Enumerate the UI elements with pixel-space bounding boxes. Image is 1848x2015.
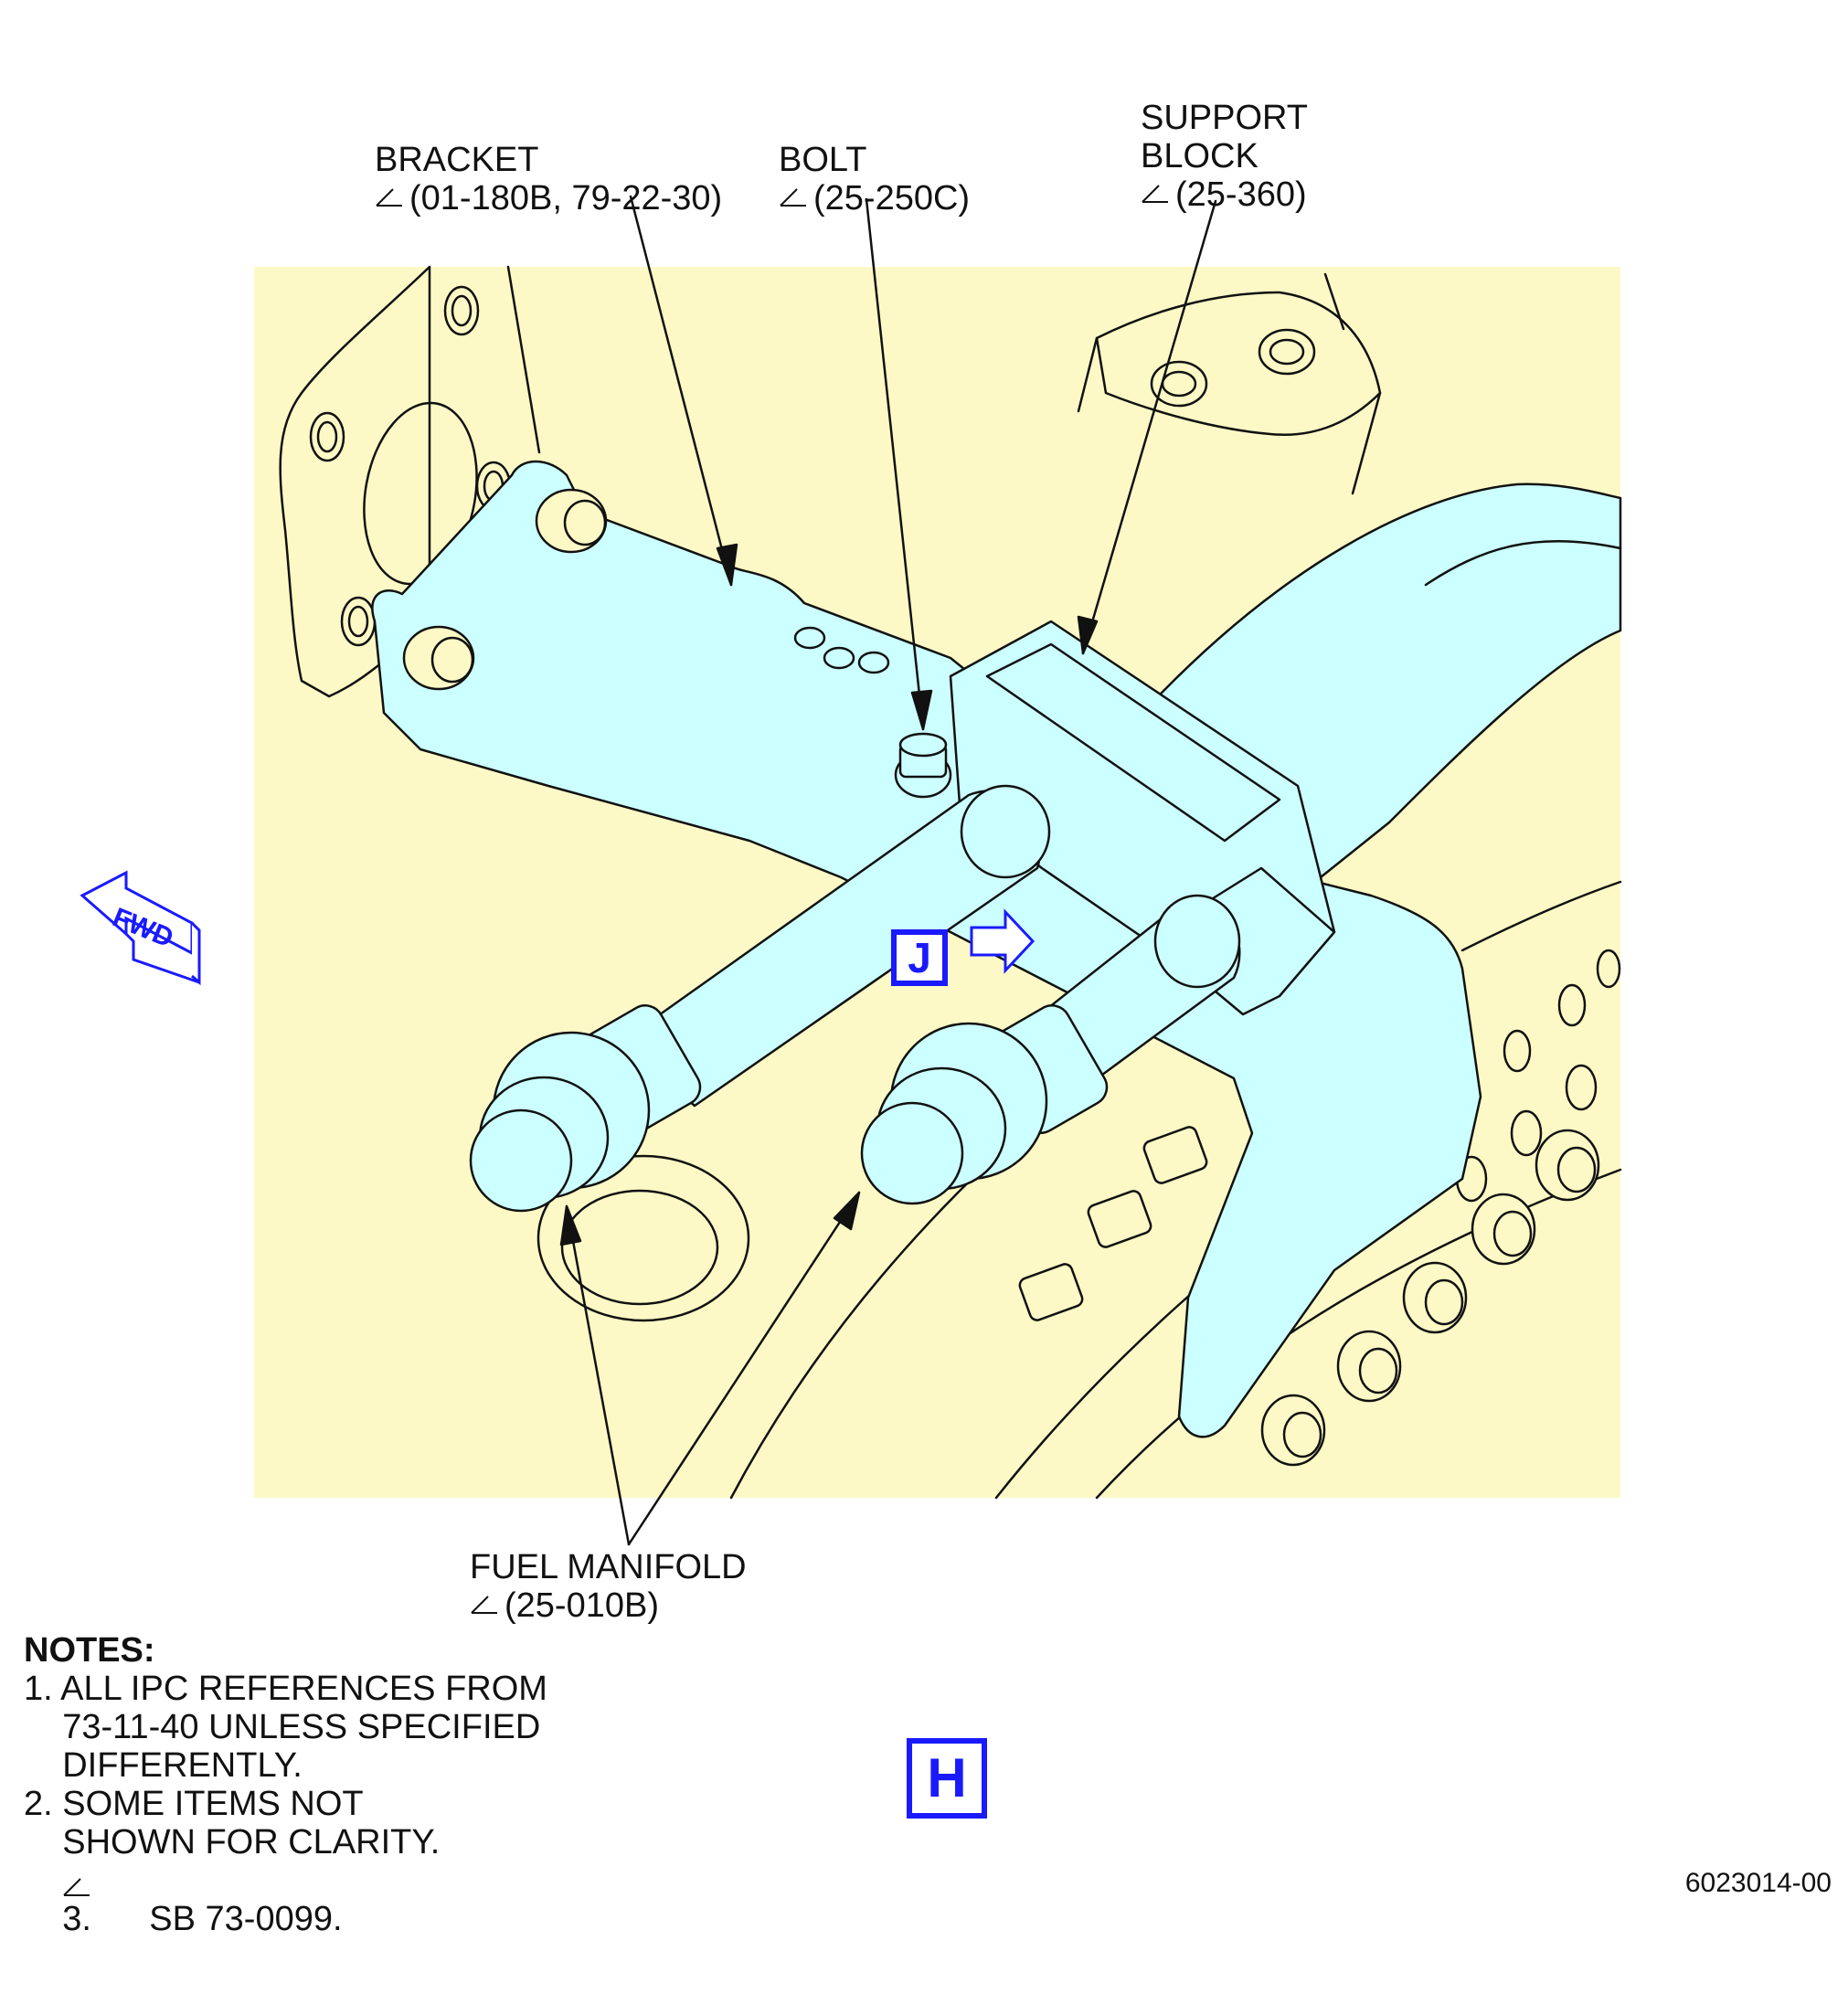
note-line: 1. ALL IPC REFERENCES FROM: [24, 1670, 547, 1708]
bolt-ref-row: (25-250C): [779, 179, 970, 217]
sb-triangle-icon: [470, 1586, 504, 1625]
leader-lines: [559, 195, 1217, 1546]
sb-triangle-icon: [779, 179, 813, 217]
note-line: DIFFERENTLY.: [24, 1746, 303, 1785]
boss-hole: [536, 1154, 750, 1322]
notes-title: NOTES:: [24, 1631, 155, 1670]
coupling-upper: [469, 1004, 702, 1213]
support-block-name-1: SUPPORT: [1141, 99, 1309, 137]
foot-studs: [1260, 1129, 1600, 1467]
view-marker-h: H: [907, 1738, 987, 1819]
fuel-manifold-ref-row: (25-010B): [470, 1586, 747, 1625]
illustration: [80, 195, 1622, 1546]
note-line: 73-11-40 UNLESS SPECIFIED: [24, 1708, 541, 1746]
fuel-manifold-ref: (25-010B): [504, 1586, 659, 1625]
support-block-callout: SUPPORT BLOCK (25-360): [1141, 99, 1308, 214]
bolt-name: BOLT: [779, 141, 867, 179]
upper-mount-block: [1077, 272, 1382, 495]
fwd-arrow-icon: [80, 870, 201, 986]
note-3-text: 3. SB 73-0099.: [62, 1900, 343, 1938]
bolt-ref: (25-250C): [813, 179, 971, 217]
fuel-manifold-callout: FUEL MANIFOLD (25-010B): [470, 1548, 747, 1625]
sb-triangle-icon: [1141, 175, 1175, 214]
bracket-ref: (01-180B, 79-22-30): [409, 179, 723, 217]
bracket-ref-row: (01-180B, 79-22-30): [375, 179, 722, 217]
figure-id: 6023014-00: [1684, 1868, 1832, 1898]
sb-triangle-icon: [375, 179, 409, 217]
note-line: 3. SB 73-0099.: [24, 1861, 547, 2015]
note-line: SHOWN FOR CLARITY.: [24, 1823, 441, 1861]
bracket-studs: [402, 488, 608, 691]
note-line: 2. SOME ITEMS NOT: [24, 1785, 364, 1823]
sb-triangle-icon: [62, 1869, 93, 1907]
bolt-callout: BOLT (25-250C): [779, 141, 970, 217]
support-block-ref: (25-360): [1175, 175, 1307, 214]
support-block-ref-row: (25-360): [1141, 175, 1308, 214]
bracket-name: BRACKET: [375, 141, 539, 179]
view-marker-j: J: [891, 929, 948, 986]
coupling-lower: [860, 1004, 1109, 1205]
bracket-callout: BRACKET (01-180B, 79-22-30): [375, 141, 722, 217]
ring-bolts: [1018, 1126, 1208, 1321]
notes-block: NOTES: 1. ALL IPC REFERENCES FROM 73-11-…: [24, 1631, 547, 2015]
view-arrow-icon: [970, 908, 1036, 974]
support-block-name-2: BLOCK: [1141, 137, 1259, 175]
fuel-manifold-name: FUEL MANIFOLD: [470, 1548, 747, 1586]
